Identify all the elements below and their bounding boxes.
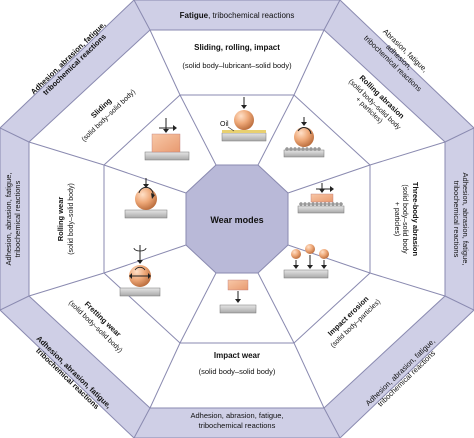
impact-wear-illustration <box>219 279 257 314</box>
oil-label: Oil <box>220 121 229 128</box>
lubricated-ball-illustration: Oil <box>220 97 267 142</box>
mode-bottom-sub: (solid body–solid body) <box>199 367 276 376</box>
svg-text:(solid body–solid body): (solid body–solid body) <box>68 183 75 255</box>
outer-left-label: Adhesion, abrasion, fatigue, tribochemic… <box>4 173 22 266</box>
outer-top-label: Fatigue, tribochemical reactions <box>180 11 295 20</box>
rolling-wear-illustration <box>124 178 168 219</box>
svg-text:Rolling wear: Rolling wear <box>56 197 65 242</box>
impact-erosion-illustration <box>283 244 329 279</box>
mode-top-title: Sliding, rolling, impact <box>194 43 280 52</box>
svg-text:tribochemical reactions: tribochemical reactions <box>452 181 461 258</box>
three-body-abrasion-illustration <box>297 183 345 214</box>
svg-text:Three-body abrasion: Three-body abrasion <box>411 182 420 257</box>
svg-text:tribochemical reactions: tribochemical reactions <box>13 180 22 257</box>
sliding-illustration <box>144 118 190 161</box>
mode-bottom-title: Impact wear <box>214 351 260 360</box>
rolling-abrasion-illustration <box>283 117 325 158</box>
outer-right-label: Adhesion, abrasion, fatigue, tribochemic… <box>452 173 470 266</box>
outer-bottom-label: Adhesion, abrasion, fatigue, tribochemic… <box>191 411 284 430</box>
svg-text:(solid body–solid body: (solid body–solid body <box>401 184 408 254</box>
mode-right-label: Three-body abrasion (solid body–solid bo… <box>393 182 420 257</box>
svg-text:Adhesion, abrasion, fatigue,: Adhesion, abrasion, fatigue, <box>461 173 470 266</box>
mode-left-label: Rolling wear (solid body–solid body) <box>56 183 75 255</box>
svg-text:Adhesion, abrasion, fatigue,: Adhesion, abrasion, fatigue, <box>4 173 13 266</box>
center-title: Wear modes <box>210 215 263 225</box>
svg-text:tribochemical reactions: tribochemical reactions <box>199 421 276 430</box>
svg-text:Adhesion, abrasion, fatigue,: Adhesion, abrasion, fatigue, <box>191 411 284 420</box>
svg-text:+ particles): + particles) <box>393 202 400 236</box>
mode-top-sub: (solid body–lubricant–solid body) <box>182 61 292 70</box>
fretting-wear-illustration <box>119 245 161 297</box>
